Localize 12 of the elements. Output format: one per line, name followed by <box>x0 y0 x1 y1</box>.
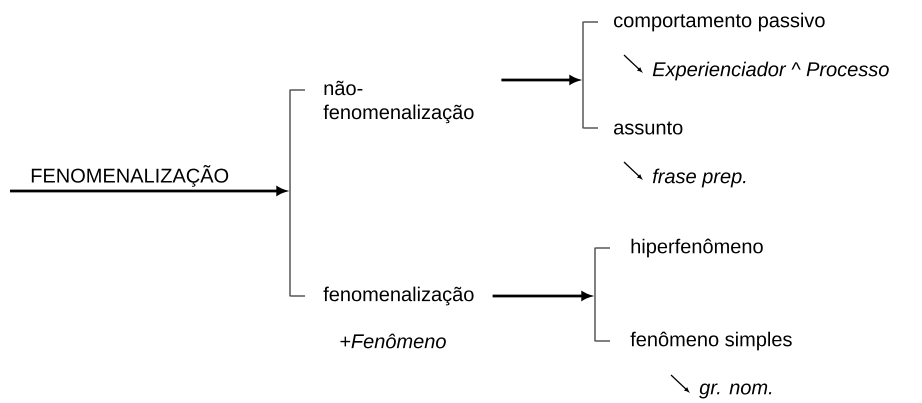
realization-text: frase prep. <box>652 168 746 188</box>
term-text: fenomenalização <box>324 286 474 306</box>
bracket-line <box>595 340 610 342</box>
realization-text: +Fenômeno <box>340 334 446 348</box>
term-text: hiperfenômeno <box>632 238 763 258</box>
term-text: FENOMENALIZAÇÃO <box>32 165 228 187</box>
realization-text: gr. nom. <box>699 384 772 398</box>
term-text: comportamento passivo <box>614 12 825 32</box>
term-text: assunto <box>614 121 682 135</box>
realization-text: Experienciador ^ Processo <box>652 62 889 80</box>
term-text: fenômeno simples <box>630 332 792 350</box>
term-text: não- fenomenalização <box>324 80 474 124</box>
